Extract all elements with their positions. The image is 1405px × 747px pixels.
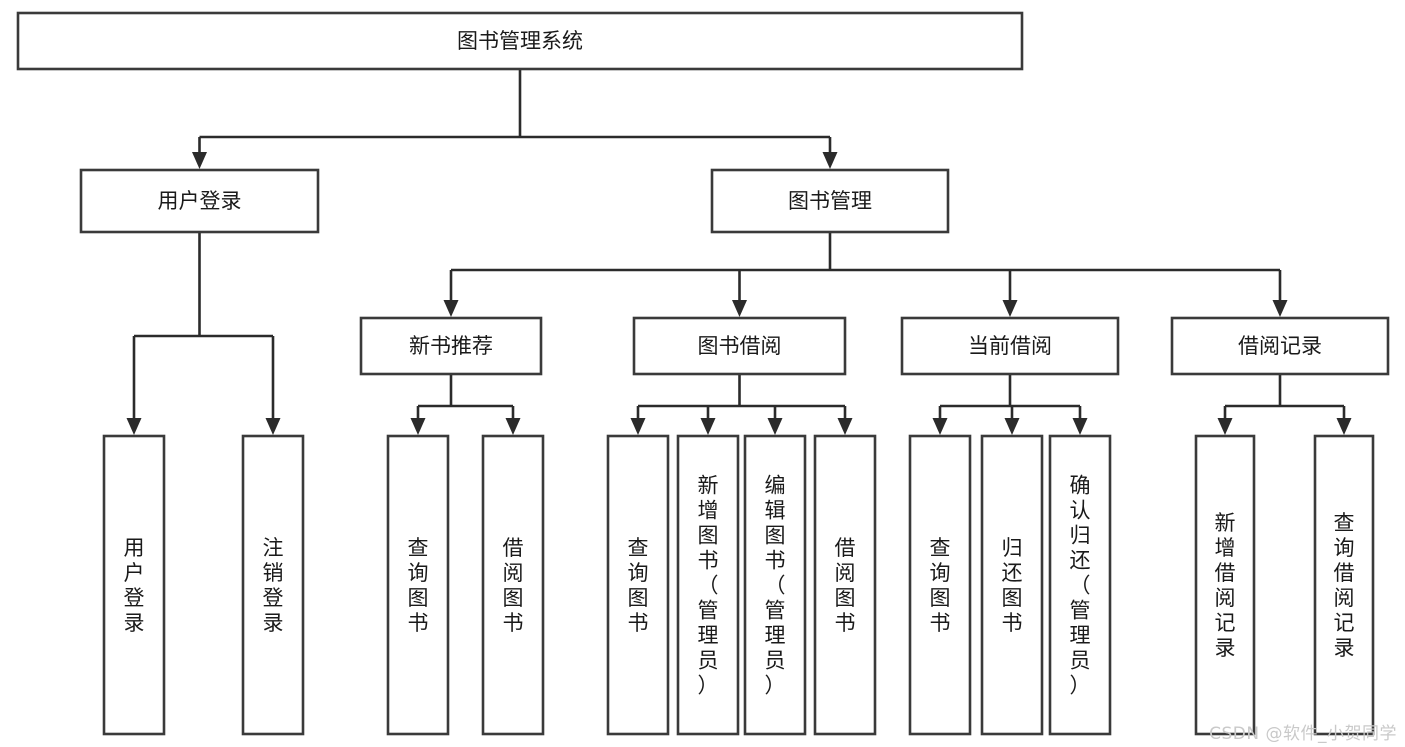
node-leaf-borrow-book[interactable]: 借阅图书 xyxy=(813,434,877,736)
node-book-manage[interactable]: 图书管理 xyxy=(710,168,950,234)
node-box-root xyxy=(16,11,1024,71)
node-leaf-query-borrow-record[interactable]: 查询借阅记录 xyxy=(1313,434,1375,736)
node-box-leaf-query-borrow-record xyxy=(1313,434,1375,736)
node-leaf-logout[interactable]: 注销登录 xyxy=(241,434,305,736)
arrow-head-icon xyxy=(1336,418,1352,435)
node-label-current-borrow: 当前借阅 xyxy=(968,334,1052,358)
node-label-leaf-borrow-book-rec: 借阅图书 xyxy=(503,536,524,635)
node-label-user-login: 用户登录 xyxy=(158,189,242,213)
arrow-head-icon xyxy=(505,418,521,435)
node-label-leaf-confirm-return-admin: 确认归还（管理员） xyxy=(1070,474,1091,698)
node-leaf-borrow-book-rec[interactable]: 借阅图书 xyxy=(481,434,545,736)
arrow-head-icon xyxy=(1002,300,1018,317)
node-box-current-borrow xyxy=(900,316,1120,376)
node-new-book-recommend[interactable]: 新书推荐 xyxy=(359,316,543,376)
arrow-head-icon xyxy=(732,300,747,317)
node-label-leaf-add-book-admin: 新增图书（管理员） xyxy=(698,474,719,698)
arrow-head-icon xyxy=(265,418,281,435)
csdn-watermark: CSDN @软件_小贺同学 xyxy=(1209,724,1397,744)
node-leaf-query-book-rec[interactable]: 查询图书 xyxy=(386,434,450,736)
node-box-borrow-record xyxy=(1170,316,1390,376)
node-box-new-book-recommend xyxy=(359,316,543,376)
arrow-head-icon xyxy=(443,300,459,317)
node-label-leaf-return-book: 归还图书 xyxy=(1002,536,1023,635)
node-user-login[interactable]: 用户登录 xyxy=(79,168,320,234)
node-leaf-edit-book-admin[interactable]: 编辑图书（管理员） xyxy=(743,434,807,736)
node-label-borrow-record: 借阅记录 xyxy=(1238,334,1322,358)
arrow-head-icon xyxy=(126,418,142,435)
node-box-leaf-user-login xyxy=(102,434,166,736)
node-box-leaf-return-book xyxy=(980,434,1044,736)
arrow-head-icon xyxy=(837,418,853,435)
node-box-leaf-edit-book-admin xyxy=(743,434,807,736)
node-label-root: 图书管理系统 xyxy=(457,29,583,53)
node-box-leaf-logout xyxy=(241,434,305,736)
node-label-leaf-query-borrow-record: 查询借阅记录 xyxy=(1334,511,1355,660)
node-label-leaf-user-login: 用户登录 xyxy=(124,536,145,635)
arrow-head-icon xyxy=(1072,418,1088,435)
node-label-book-borrow: 图书借阅 xyxy=(698,334,782,358)
node-box-book-manage xyxy=(710,168,950,234)
arrow-head-icon xyxy=(630,418,646,435)
node-box-leaf-confirm-return-admin xyxy=(1048,434,1112,736)
edges-layer xyxy=(126,69,1352,435)
arrow-head-icon xyxy=(1272,300,1288,317)
node-box-leaf-add-book-admin xyxy=(676,434,740,736)
node-label-leaf-add-borrow-record: 新增借阅记录 xyxy=(1215,511,1236,660)
node-leaf-add-borrow-record[interactable]: 新增借阅记录 xyxy=(1194,434,1256,736)
node-label-book-manage: 图书管理 xyxy=(788,189,872,213)
arrow-head-icon xyxy=(410,418,426,435)
node-label-leaf-borrow-book: 借阅图书 xyxy=(835,536,856,635)
node-box-leaf-borrow-book-rec xyxy=(481,434,545,736)
node-label-leaf-query-book-current: 查询图书 xyxy=(930,536,951,635)
arrow-head-icon xyxy=(1217,418,1233,435)
node-leaf-return-book[interactable]: 归还图书 xyxy=(980,434,1044,736)
node-box-leaf-query-book-rec xyxy=(386,434,450,736)
nodes-layer: 图书管理系统用户登录图书管理新书推荐图书借阅当前借阅借阅记录用户登录注销登录查询… xyxy=(16,11,1390,736)
node-leaf-user-login[interactable]: 用户登录 xyxy=(102,434,166,736)
arrow-head-icon xyxy=(822,152,838,169)
node-book-borrow[interactable]: 图书借阅 xyxy=(632,316,847,376)
node-box-user-login xyxy=(79,168,320,234)
arrow-head-icon xyxy=(932,418,948,435)
arrow-head-icon xyxy=(192,152,207,169)
node-borrow-record[interactable]: 借阅记录 xyxy=(1170,316,1390,376)
node-root[interactable]: 图书管理系统 xyxy=(16,11,1024,71)
node-leaf-query-book-borrow[interactable]: 查询图书 xyxy=(606,434,670,736)
node-box-leaf-query-book-borrow xyxy=(606,434,670,736)
node-leaf-add-book-admin[interactable]: 新增图书（管理员） xyxy=(676,434,740,736)
arrow-head-icon xyxy=(767,418,783,435)
arrow-head-icon xyxy=(700,418,716,435)
node-leaf-confirm-return-admin[interactable]: 确认归还（管理员） xyxy=(1048,434,1112,736)
arrow-head-icon xyxy=(1004,418,1020,435)
node-label-leaf-query-book-borrow: 查询图书 xyxy=(628,536,649,635)
node-current-borrow[interactable]: 当前借阅 xyxy=(900,316,1120,376)
node-box-leaf-borrow-book xyxy=(813,434,877,736)
node-label-leaf-edit-book-admin: 编辑图书（管理员） xyxy=(765,474,786,698)
node-leaf-query-book-current[interactable]: 查询图书 xyxy=(908,434,972,736)
node-label-leaf-logout: 注销登录 xyxy=(263,536,284,635)
node-box-leaf-query-book-current xyxy=(908,434,972,736)
node-box-leaf-add-borrow-record xyxy=(1194,434,1256,736)
node-box-book-borrow xyxy=(632,316,847,376)
node-label-new-book-recommend: 新书推荐 xyxy=(409,334,493,358)
node-label-leaf-query-book-rec: 查询图书 xyxy=(408,536,429,635)
